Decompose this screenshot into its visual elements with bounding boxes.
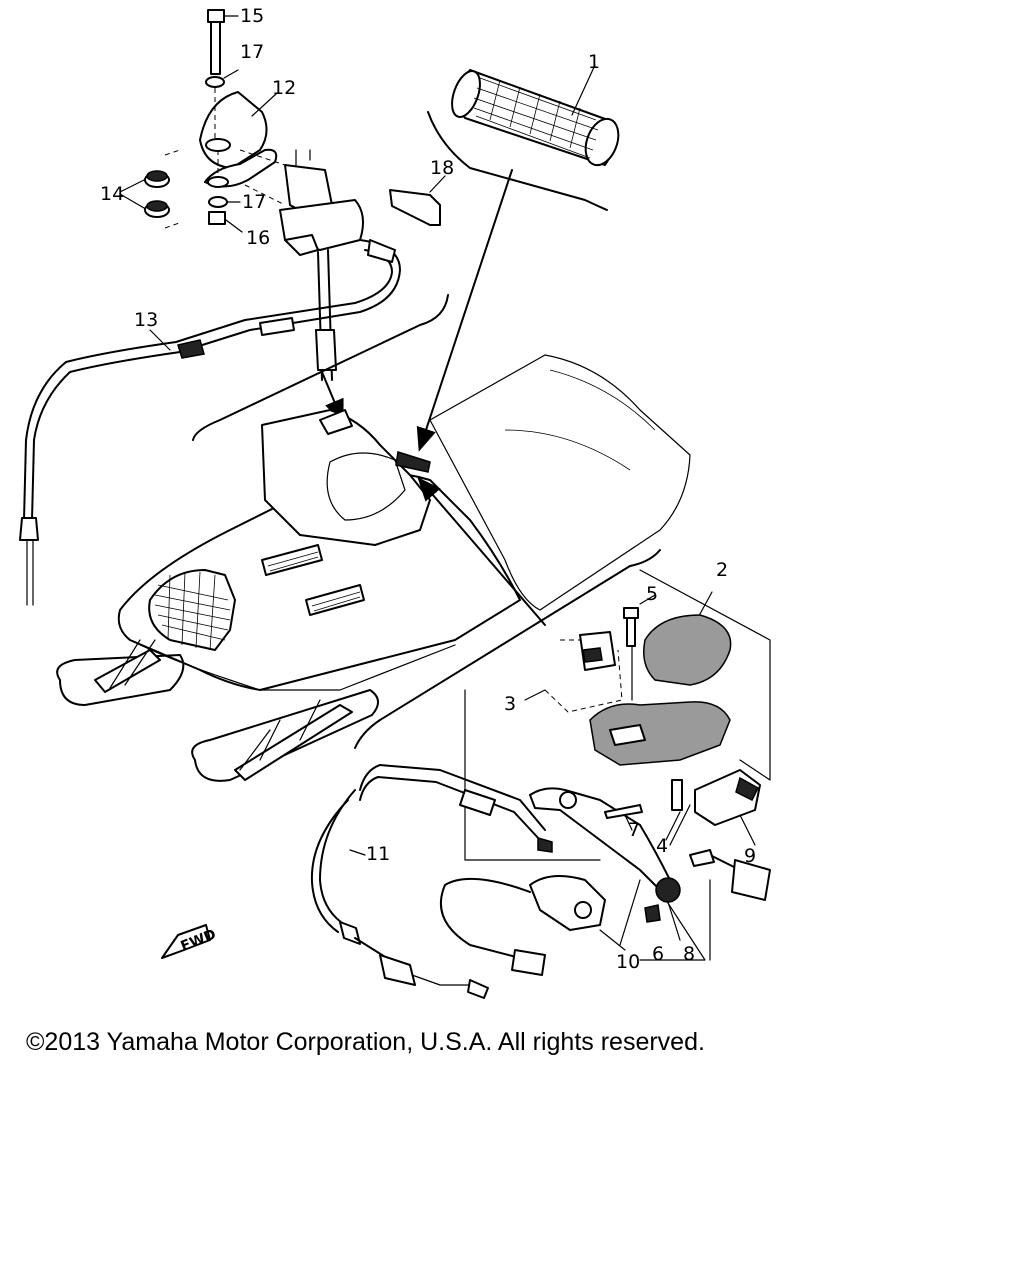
callout-17: 17 [240, 41, 264, 63]
grip-part [427, 64, 620, 211]
copyright-notice: ©2013 Yamaha Motor Corporation, U.S.A. A… [26, 1028, 705, 1056]
brake-lever-assembly [161, 476, 771, 999]
callout-14: 14 [100, 183, 124, 205]
callout-5: 5 [646, 583, 658, 605]
callout-18: 18 [430, 157, 454, 179]
callout-1: 1 [588, 51, 600, 73]
callout-11: 11 [366, 843, 390, 865]
parts-diagram: 1 2 3 4 5 6 7 8 9 10 11 12 13 14 15 16 1… [19, 5, 771, 999]
callout-16: 16 [246, 227, 270, 249]
callout-17-lower: 17 [242, 191, 266, 213]
callout-9: 9 [744, 845, 756, 867]
callout-15: 15 [240, 5, 264, 27]
callout-12: 12 [272, 77, 296, 99]
callout-7: 7 [628, 819, 640, 841]
snowmobile-body [56, 169, 691, 782]
callout-13: 13 [134, 309, 158, 331]
callout-3: 3 [504, 693, 516, 715]
callout-4: 4 [656, 835, 668, 857]
callout-2: 2 [716, 559, 728, 581]
throttle-housing-assembly [19, 9, 449, 606]
callout-10: 10 [616, 951, 640, 973]
fwd-label: FWD [178, 926, 218, 955]
callout-8: 8 [683, 943, 695, 965]
callout-6: 6 [652, 943, 664, 965]
